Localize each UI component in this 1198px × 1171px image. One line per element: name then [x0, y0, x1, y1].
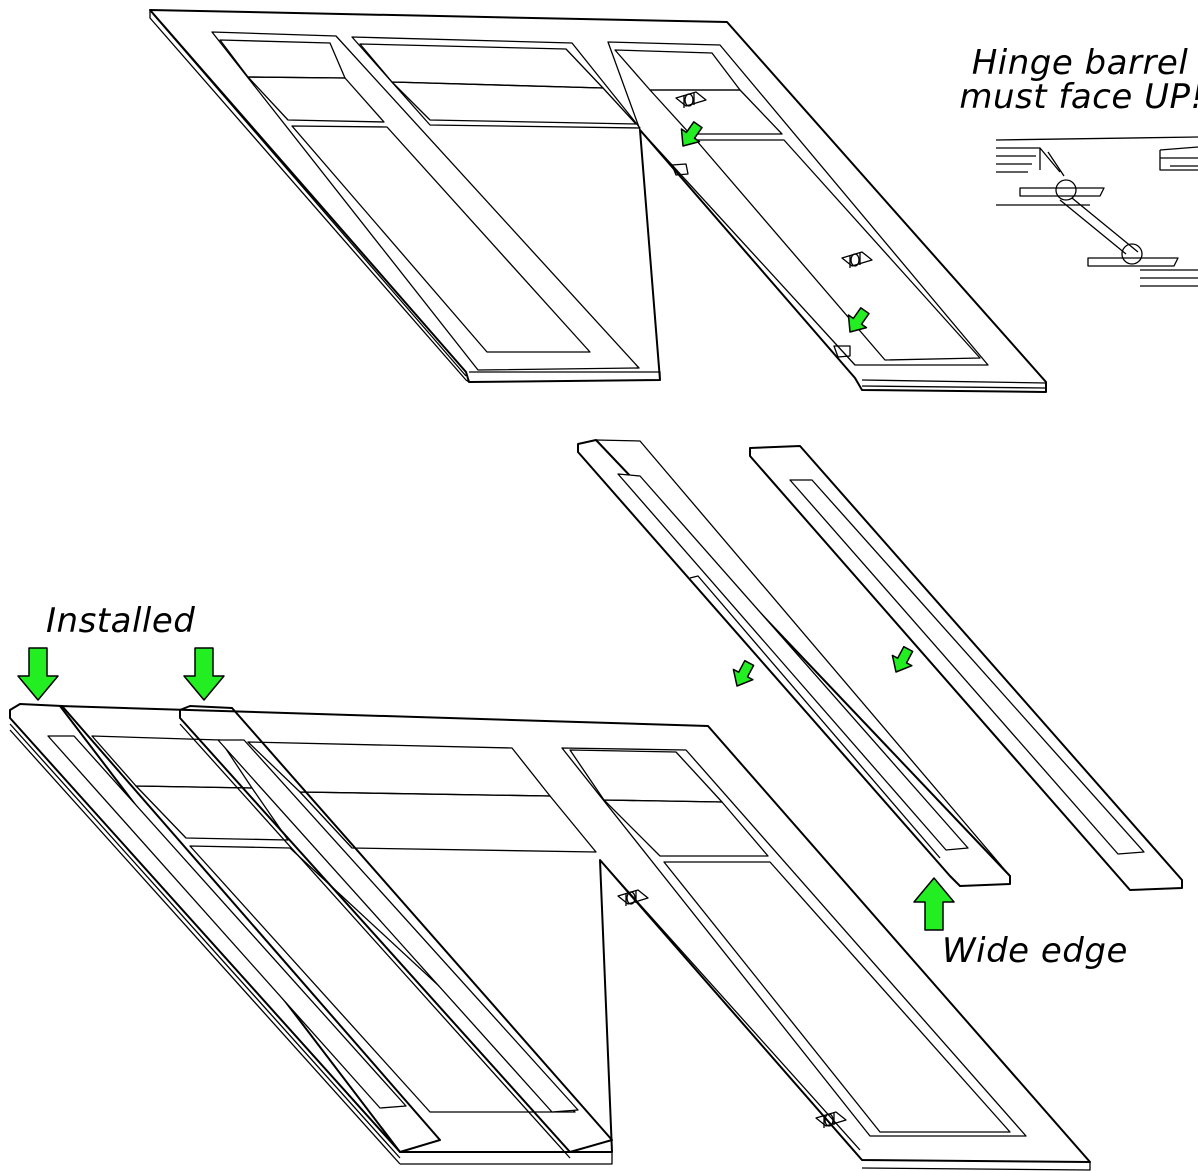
green-arrow-icon	[17, 647, 59, 701]
batten-right	[749, 445, 1183, 891]
hinge-note-line2: must face UP!	[959, 77, 1198, 117]
green-arrow-icon	[913, 877, 955, 931]
wide-edge-label: Wide edge	[942, 931, 1128, 971]
batten-left	[577, 439, 1011, 887]
hinge-icon	[815, 1111, 847, 1129]
hinge-icon	[675, 91, 707, 109]
green-arrow-icon	[183, 647, 225, 701]
green-arrow-icon	[726, 657, 760, 692]
green-arrow-icon	[885, 643, 919, 678]
top-door-assembly	[149, 9, 1047, 393]
hinge-note-line1: Hinge barrel	[972, 43, 1189, 83]
installed-label: Installed	[46, 601, 195, 641]
hinge-detail-inset	[995, 136, 1198, 287]
bottom-door-assembly	[9, 703, 1091, 1171]
